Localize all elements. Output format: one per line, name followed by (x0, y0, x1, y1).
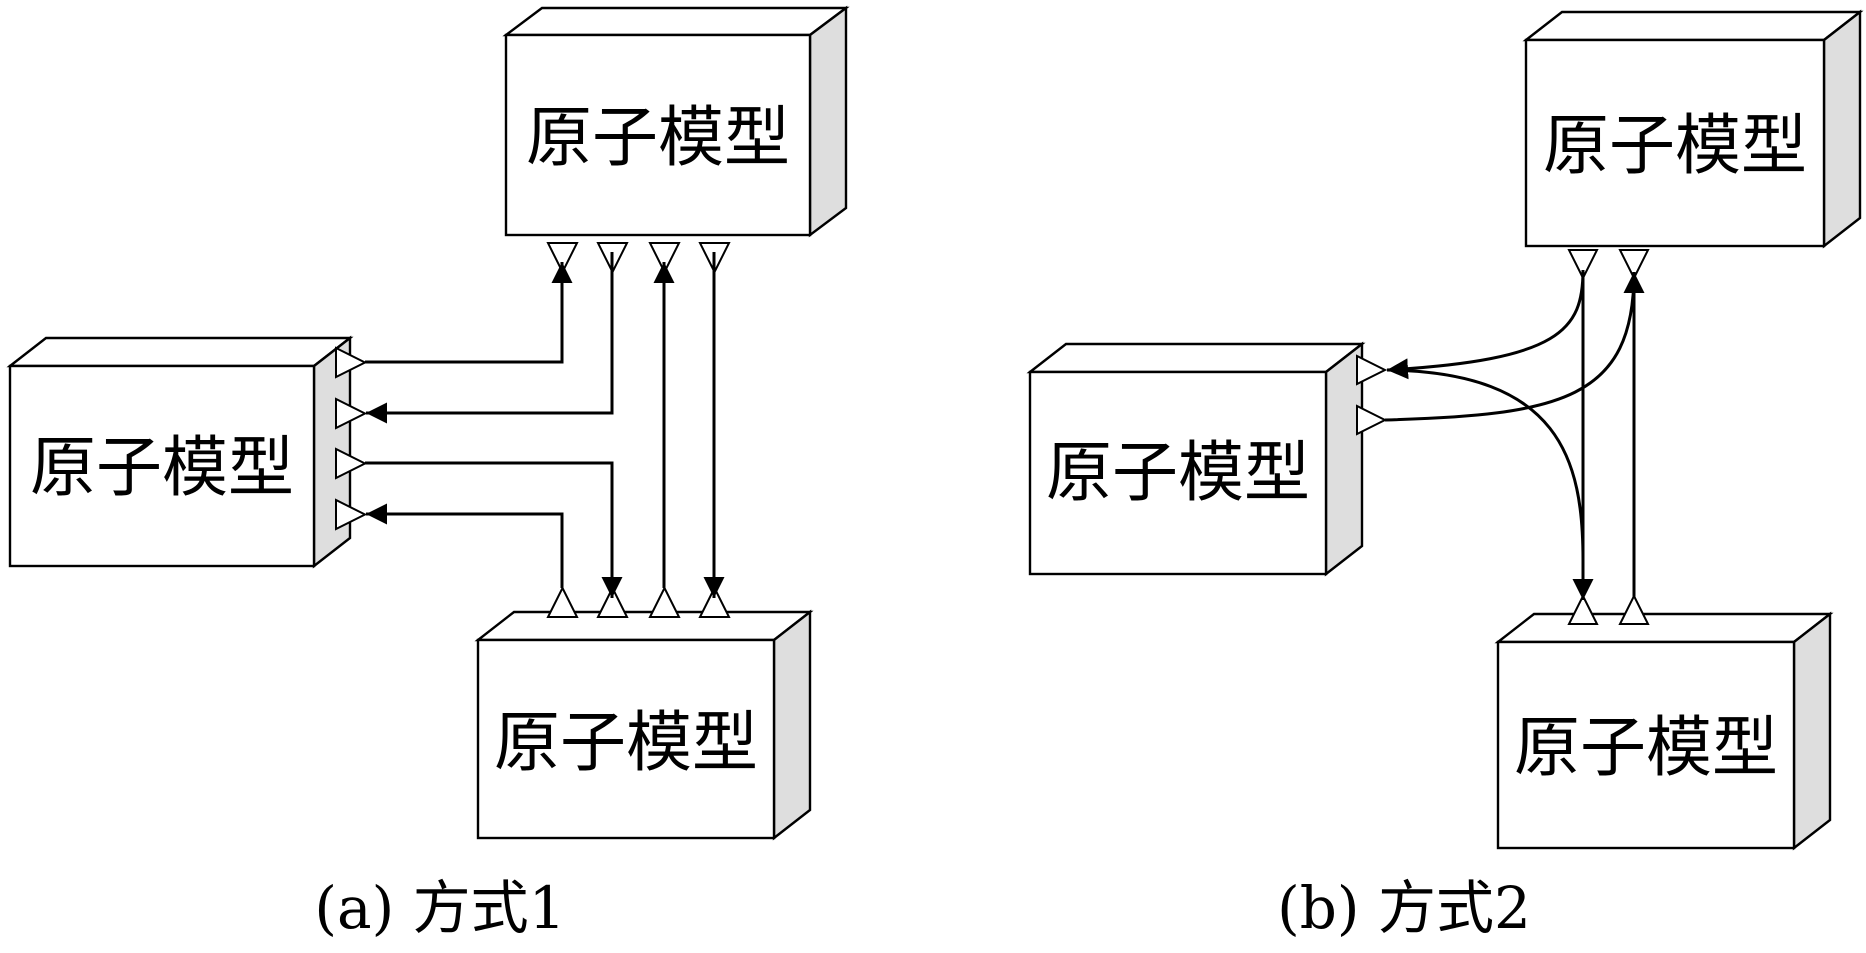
connection-arrow (365, 461, 623, 598)
port-triangle (335, 346, 368, 379)
box-label: 原子模型 (526, 99, 790, 176)
port-triangle (335, 498, 368, 531)
connection-arrow (1386, 269, 1585, 380)
box-label: 原子模型 (30, 429, 294, 506)
connection-arrow (1384, 271, 1645, 422)
ports-b-left (1356, 354, 1388, 436)
diagram-a: 原子模型 原子模型 原子模型 (6, 5, 850, 942)
port-triangle (648, 585, 681, 618)
box-label: 原子模型 (1543, 107, 1807, 184)
connections-b (1384, 269, 1645, 600)
atomic-model-box-a-left: 原子模型 (6, 335, 354, 569)
connection-curve (1386, 368, 1585, 561)
atomic-model-box-b-left: 原子模型 (1026, 341, 1366, 577)
ports-a-top (546, 242, 731, 275)
port-triangle (1567, 249, 1599, 281)
port-triangle (1618, 249, 1650, 281)
port-triangle (648, 242, 681, 275)
box-label: 原子模型 (1046, 434, 1310, 511)
caption-a: (a) 方式1 (314, 874, 565, 942)
port-triangle (1618, 593, 1650, 625)
port-triangle (546, 242, 579, 275)
port-triangle (546, 585, 579, 618)
ports-a-left (335, 346, 368, 531)
port-triangle (1356, 404, 1388, 436)
atomic-model-box-b-top: 原子模型 (1522, 9, 1864, 249)
ports-b-bottom (1567, 593, 1650, 625)
atomic-model-box-b-bottom: 原子模型 (1494, 611, 1834, 851)
box-label: 原子模型 (494, 704, 758, 781)
port-triangle (596, 585, 629, 618)
atomic-model-box-a-top: 原子模型 (502, 5, 850, 238)
connection-arrow (366, 503, 564, 588)
box-label: 原子模型 (1514, 709, 1778, 786)
diagram-b: 原子模型 原子模型 原子模型 (1026, 9, 1864, 942)
caption-b: (b) 方式2 (1277, 874, 1531, 942)
connection-arrow (365, 262, 573, 364)
port-triangle (335, 447, 368, 480)
connections-a (365, 252, 725, 598)
connection-arrow (366, 252, 614, 424)
port-triangle (1567, 593, 1599, 625)
ports-b-top (1567, 249, 1650, 281)
port-triangle (335, 397, 368, 430)
ports-a-bottom (546, 585, 731, 618)
port-triangle (698, 585, 731, 618)
port-triangle (1356, 354, 1388, 386)
atomic-model-box-a-bottom: 原子模型 (474, 609, 814, 841)
